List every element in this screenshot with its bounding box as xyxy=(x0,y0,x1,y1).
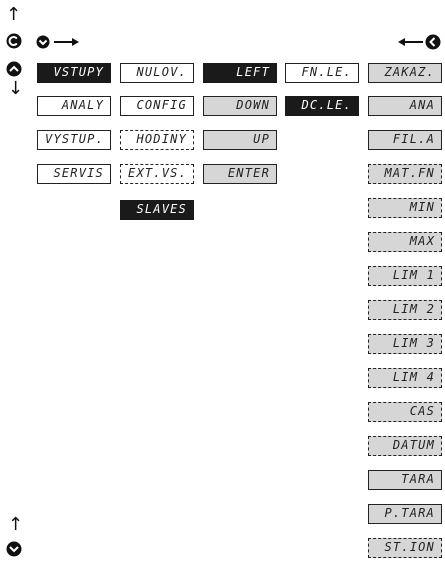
menu-item-servis[interactable]: SERVIS xyxy=(37,164,111,184)
menu-item-ana[interactable]: ANA xyxy=(368,96,442,116)
circle-down-icon[interactable] xyxy=(6,541,22,557)
menu-item-vystup[interactable]: VYSTUP. xyxy=(37,130,111,150)
up-arrow-icon: ↑ xyxy=(6,4,22,25)
menu-item-p-tara[interactable]: P.TARA xyxy=(368,504,442,524)
right-arrow-icon xyxy=(54,38,79,46)
menu-item-slaves[interactable]: SLAVES xyxy=(120,200,194,220)
down-arrow-icon: ↓ xyxy=(8,78,24,99)
menu-item-lim-2[interactable]: LIM 2 xyxy=(368,300,442,320)
circle-up-icon[interactable] xyxy=(6,61,22,77)
menu-item-down[interactable]: DOWN xyxy=(203,96,277,116)
menu-item-nulov[interactable]: NULOV. xyxy=(120,63,194,83)
menu-item-max[interactable]: MAX xyxy=(368,232,442,252)
menu-item-st-ion[interactable]: ST.ION xyxy=(368,538,442,558)
up-arrow-icon: ↑ xyxy=(8,514,24,535)
menu-item-left[interactable]: LEFT xyxy=(203,63,277,83)
menu-item-mat-fn[interactable]: MAT.FN xyxy=(368,164,442,184)
menu-item-lim-1[interactable]: LIM 1 xyxy=(368,266,442,286)
menu-item-min[interactable]: MIN xyxy=(368,198,442,218)
menu-item-vstupy[interactable]: VSTUPY xyxy=(37,63,111,83)
menu-item-lim-4[interactable]: LIM 4 xyxy=(368,368,442,388)
menu-item-config[interactable]: CONFIG xyxy=(120,96,194,116)
left-arrow-icon xyxy=(398,38,423,46)
menu-item-enter[interactable]: ENTER xyxy=(203,164,277,184)
menu-item-tara[interactable]: TARA xyxy=(368,470,442,490)
menu-item-datum[interactable]: DATUM xyxy=(368,436,442,456)
menu-item-analy[interactable]: ANALY xyxy=(37,96,111,116)
menu-item-fil-a[interactable]: FIL.A xyxy=(368,130,442,150)
menu-item-lim-3[interactable]: LIM 3 xyxy=(368,334,442,354)
circle-left-icon[interactable] xyxy=(425,34,441,50)
menu-item-dc-le[interactable]: DC.LE. xyxy=(285,96,359,116)
circle-down-icon[interactable] xyxy=(36,35,50,49)
menu-item-cas[interactable]: CAS xyxy=(368,402,442,422)
menu-item-fn-le[interactable]: FN.LE. xyxy=(285,63,359,83)
menu-item-hodiny[interactable]: HODINY xyxy=(120,130,194,150)
menu-item-ext-vs[interactable]: EXT.VS. xyxy=(120,164,194,184)
circle-c-icon[interactable] xyxy=(6,33,22,49)
menu-item-zakaz[interactable]: ZAKAZ. xyxy=(368,63,442,83)
menu-item-up[interactable]: UP xyxy=(203,130,277,150)
